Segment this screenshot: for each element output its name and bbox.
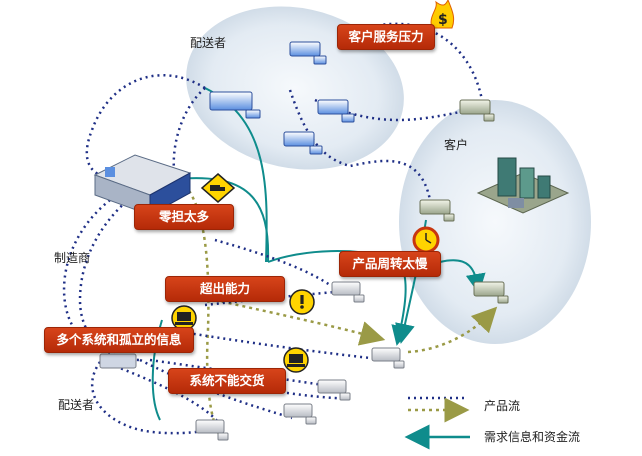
issue-system-cannot-deliver: 系统不能交货 xyxy=(168,368,286,394)
computer-icon xyxy=(171,305,197,331)
manufacturer-label: 制造商 xyxy=(54,251,91,265)
truck-warning-icon xyxy=(200,173,236,203)
customer-cloud xyxy=(399,100,591,344)
legend-demand-flow-label: 需求信息和资金流 xyxy=(484,430,581,444)
legend-product-flow-label: 产品流 xyxy=(484,399,521,413)
issue-customer-service-pressure: 客户服务压力 xyxy=(337,24,435,50)
factory-icon xyxy=(476,157,570,214)
distributor-label-top: 配送者 xyxy=(190,36,227,50)
issue-isolated-systems: 多个系统和孤立的信息 xyxy=(44,327,194,353)
truck-icon xyxy=(209,41,355,155)
dollar-fire-icon: $ xyxy=(430,0,455,29)
issue-too-much-inventory: 零担太多 xyxy=(134,204,234,230)
issue-over-capacity: 超出能力 xyxy=(165,276,285,302)
alarm-clock-icon xyxy=(412,226,440,254)
truck-icon xyxy=(99,281,405,441)
distributor-label-bottom: 配送者 xyxy=(58,398,95,412)
svg-text:$: $ xyxy=(438,12,448,28)
computer-icon xyxy=(283,347,309,373)
exclamation-warning-icon xyxy=(289,289,315,315)
issue-slow-product-turnover: 产品周转太慢 xyxy=(339,251,441,277)
legend-product-flow-swatch xyxy=(408,396,470,423)
customer-label: 客户 xyxy=(444,138,469,152)
truck-icon xyxy=(419,99,509,304)
